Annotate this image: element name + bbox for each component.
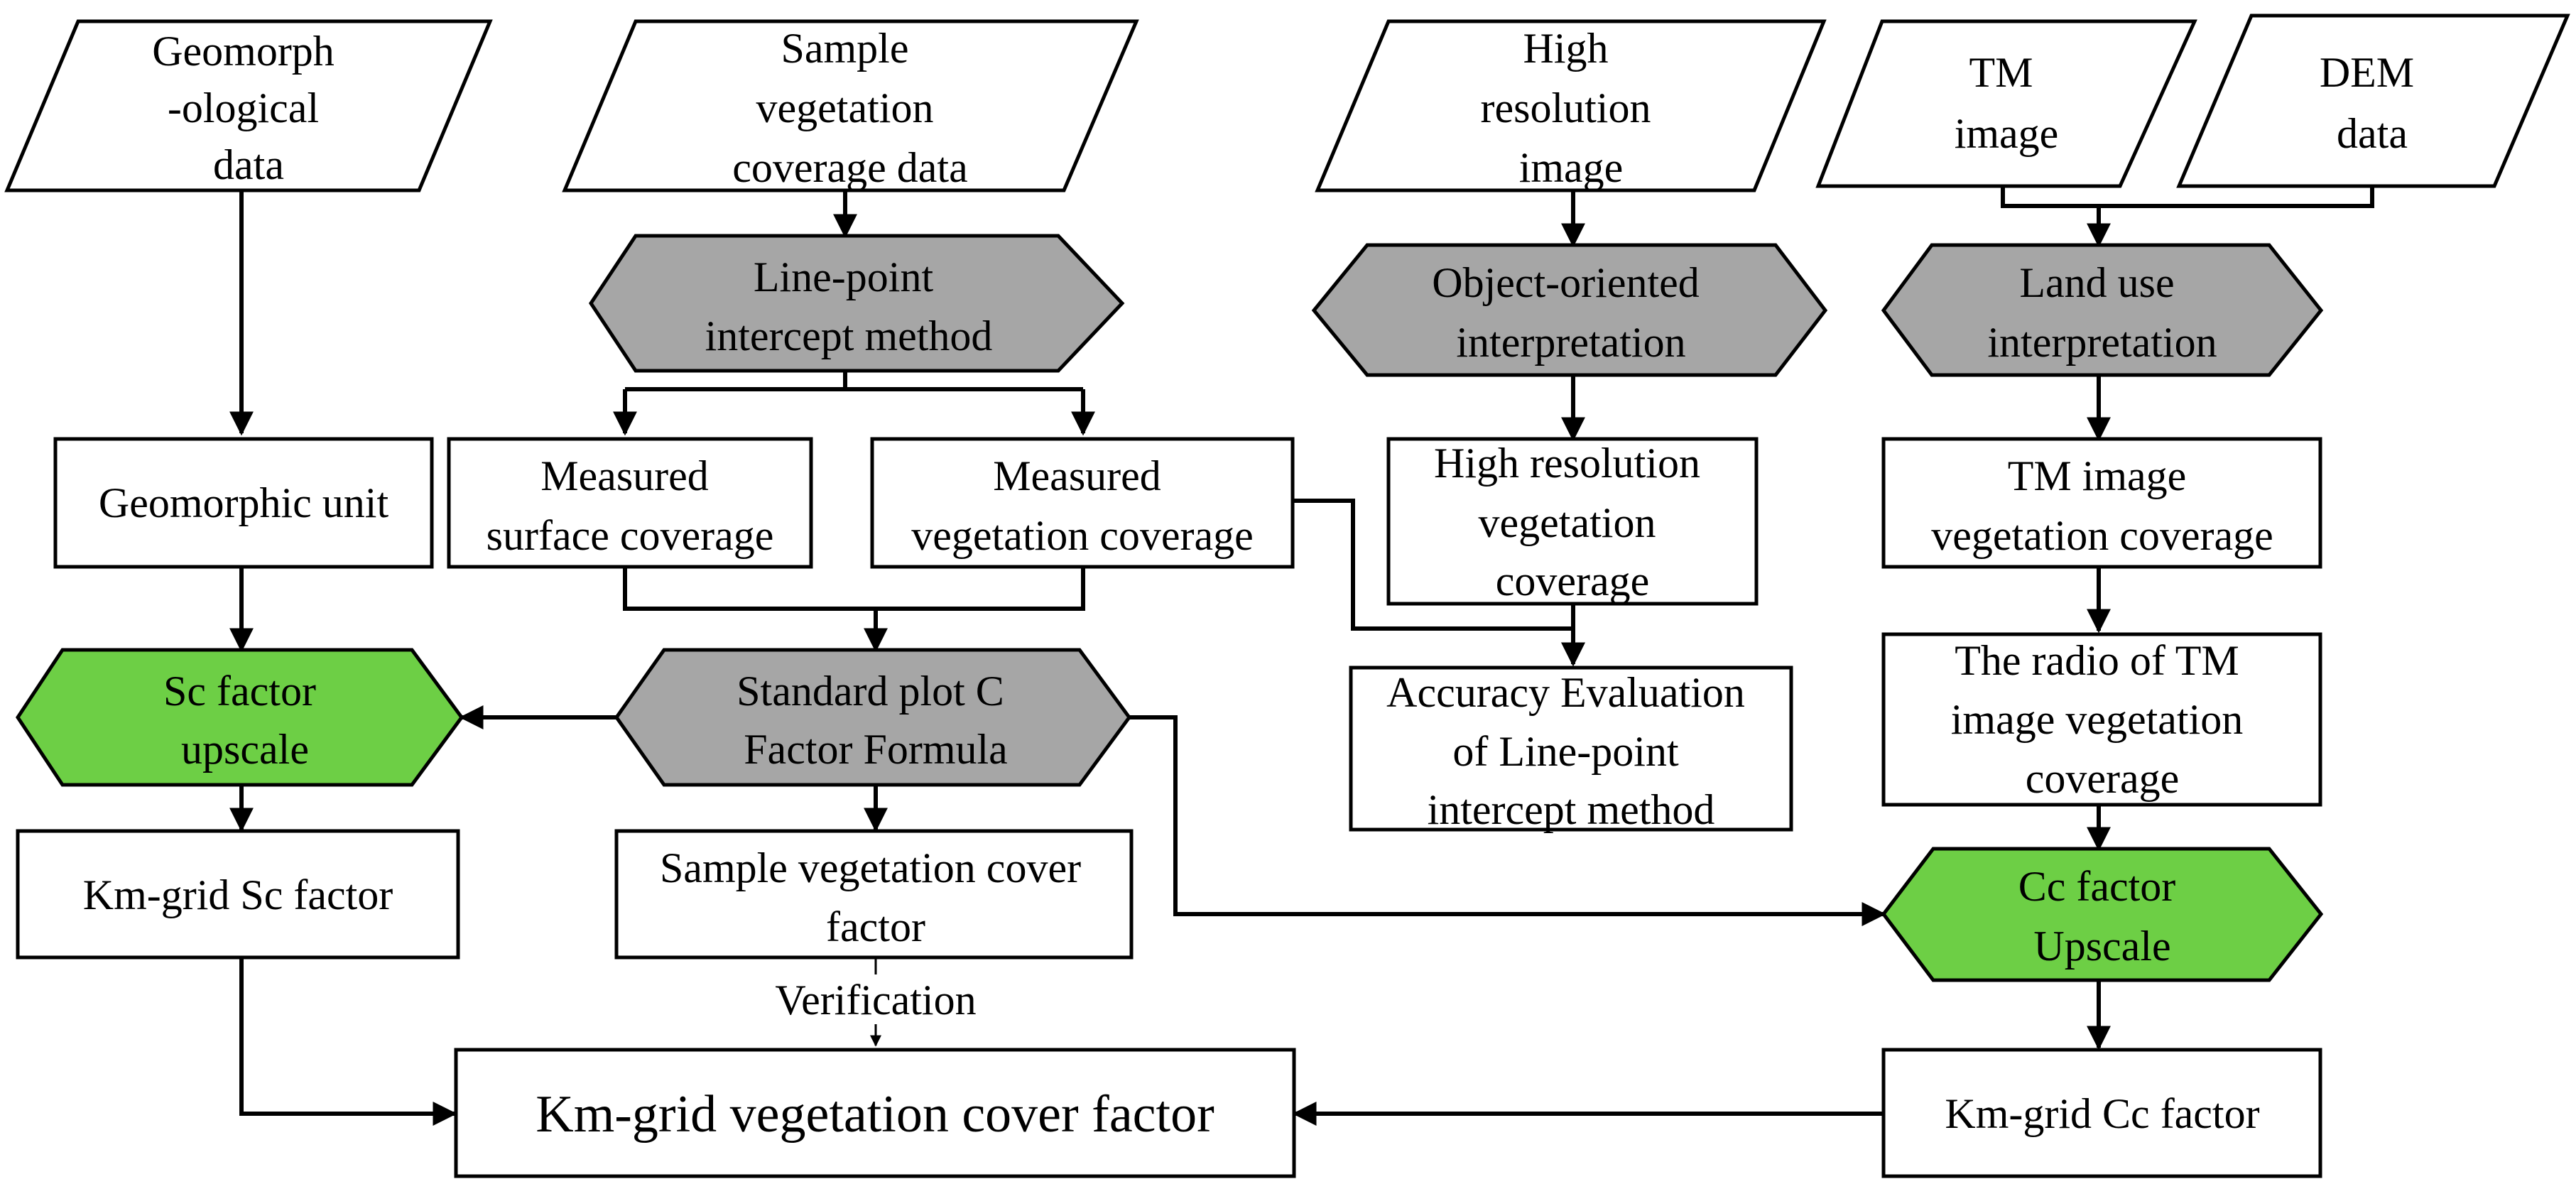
label-km-vegetation: Km-grid vegetation cover factor	[536, 1085, 1214, 1144]
input-high-resolution-image: High resolution image	[1315, 19, 1827, 192]
label-tm-vegetation: TM image vegetation coverage	[1931, 452, 2273, 559]
box-km-grid-sc-factor: Km-grid Sc factor	[16, 829, 460, 960]
label-geomorphic-unit: Geomorphic unit	[99, 479, 389, 526]
edge-linepoint-split	[625, 371, 1083, 391]
edge-measured-merge	[623, 568, 1085, 611]
label-high-resolution-image: High resolution image	[1481, 25, 1662, 191]
label-km-sc: Km-grid Sc factor	[83, 871, 393, 918]
process-standard-plot-c-factor-formula: Standard plot C Factor Formula	[614, 648, 1132, 787]
label-high-res-vegetation: High resolution vegetation coverage	[1434, 440, 1711, 604]
label-tm-ratio: The radio of TM image vegetation coverag…	[1951, 637, 2254, 802]
box-measured-vegetation-coverage: Measured vegetation coverage	[870, 437, 1295, 569]
label-sample-cover-factor: Sample vegetation cover factor	[660, 844, 1092, 950]
box-km-grid-cc-factor: Km-grid Cc factor	[1881, 1048, 2322, 1178]
label-object-oriented: Object-oriented interpretation	[1432, 259, 1710, 366]
label-sc-upscale: Sc factor upscale	[163, 668, 327, 773]
input-tm-image: TM image	[1815, 19, 2197, 188]
edge-standard-to-cc	[1129, 715, 1886, 926]
label-land-use: Land use interpretation	[1987, 259, 2217, 366]
box-geomorphic-unit: Geomorphic unit	[53, 437, 434, 569]
box-tm-ratio: The radio of TM image vegetation coverag…	[1881, 632, 2322, 807]
input-dem-data: DEM data	[2176, 13, 2570, 188]
label-dem-data: DEM data	[2320, 49, 2425, 157]
box-high-resolution-vegetation-coverage: High resolution vegetation coverage	[1386, 437, 1759, 606]
process-line-point-intercept-method: Line-point intercept method	[589, 234, 1125, 373]
label-tm-image: TM image	[1955, 49, 2059, 157]
process-object-oriented-interpretation: Object-oriented interpretation	[1311, 243, 1828, 377]
process-land-use-interpretation: Land use interpretation	[1881, 243, 2324, 377]
box-km-grid-vegetation-cover-factor: Km-grid vegetation cover factor	[454, 1048, 1296, 1178]
box-measured-surface-coverage: Measured surface coverage	[447, 437, 813, 569]
connectors	[229, 186, 2374, 1126]
label-measured-surface: Measured surface coverage	[487, 452, 774, 559]
upscale-cc-factor: Cc factor Upscale	[1881, 847, 2324, 982]
label-accuracy-evaluation: Accuracy Evaluation of Line-point interc…	[1386, 669, 1756, 833]
label-measured-vegetation: Measured vegetation coverage	[911, 452, 1253, 559]
upscale-sc-factor: Sc factor upscale	[16, 648, 464, 787]
input-geomorphological-data: Geomorph -ological data	[4, 19, 493, 192]
edge-kmsc-to-kmveg	[239, 957, 457, 1126]
label-geomorphological-data: Geomorph -ological data	[152, 28, 345, 188]
label-line-point-intercept: Line-point intercept method	[705, 254, 993, 359]
input-sample-vegetation-coverage-data: Sample vegetation coverage data	[562, 19, 1139, 192]
box-tm-image-vegetation-coverage: TM image vegetation coverage	[1881, 437, 2322, 569]
edge-tm-dem-merge	[2001, 186, 2374, 208]
box-accuracy-evaluation: Accuracy Evaluation of Line-point interc…	[1349, 666, 1793, 833]
box-sample-vegetation-cover-factor: Sample vegetation cover factor	[614, 829, 1134, 960]
label-cc-upscale: Cc factor Upscale	[2018, 863, 2187, 970]
label-sample-vegetation-data: Sample vegetation coverage data	[732, 25, 967, 191]
label-verification: Verification	[775, 977, 976, 1023]
label-standard-plot: Standard plot C Factor Formula	[737, 668, 1015, 773]
label-km-cc: Km-grid Cc factor	[1945, 1090, 2259, 1137]
